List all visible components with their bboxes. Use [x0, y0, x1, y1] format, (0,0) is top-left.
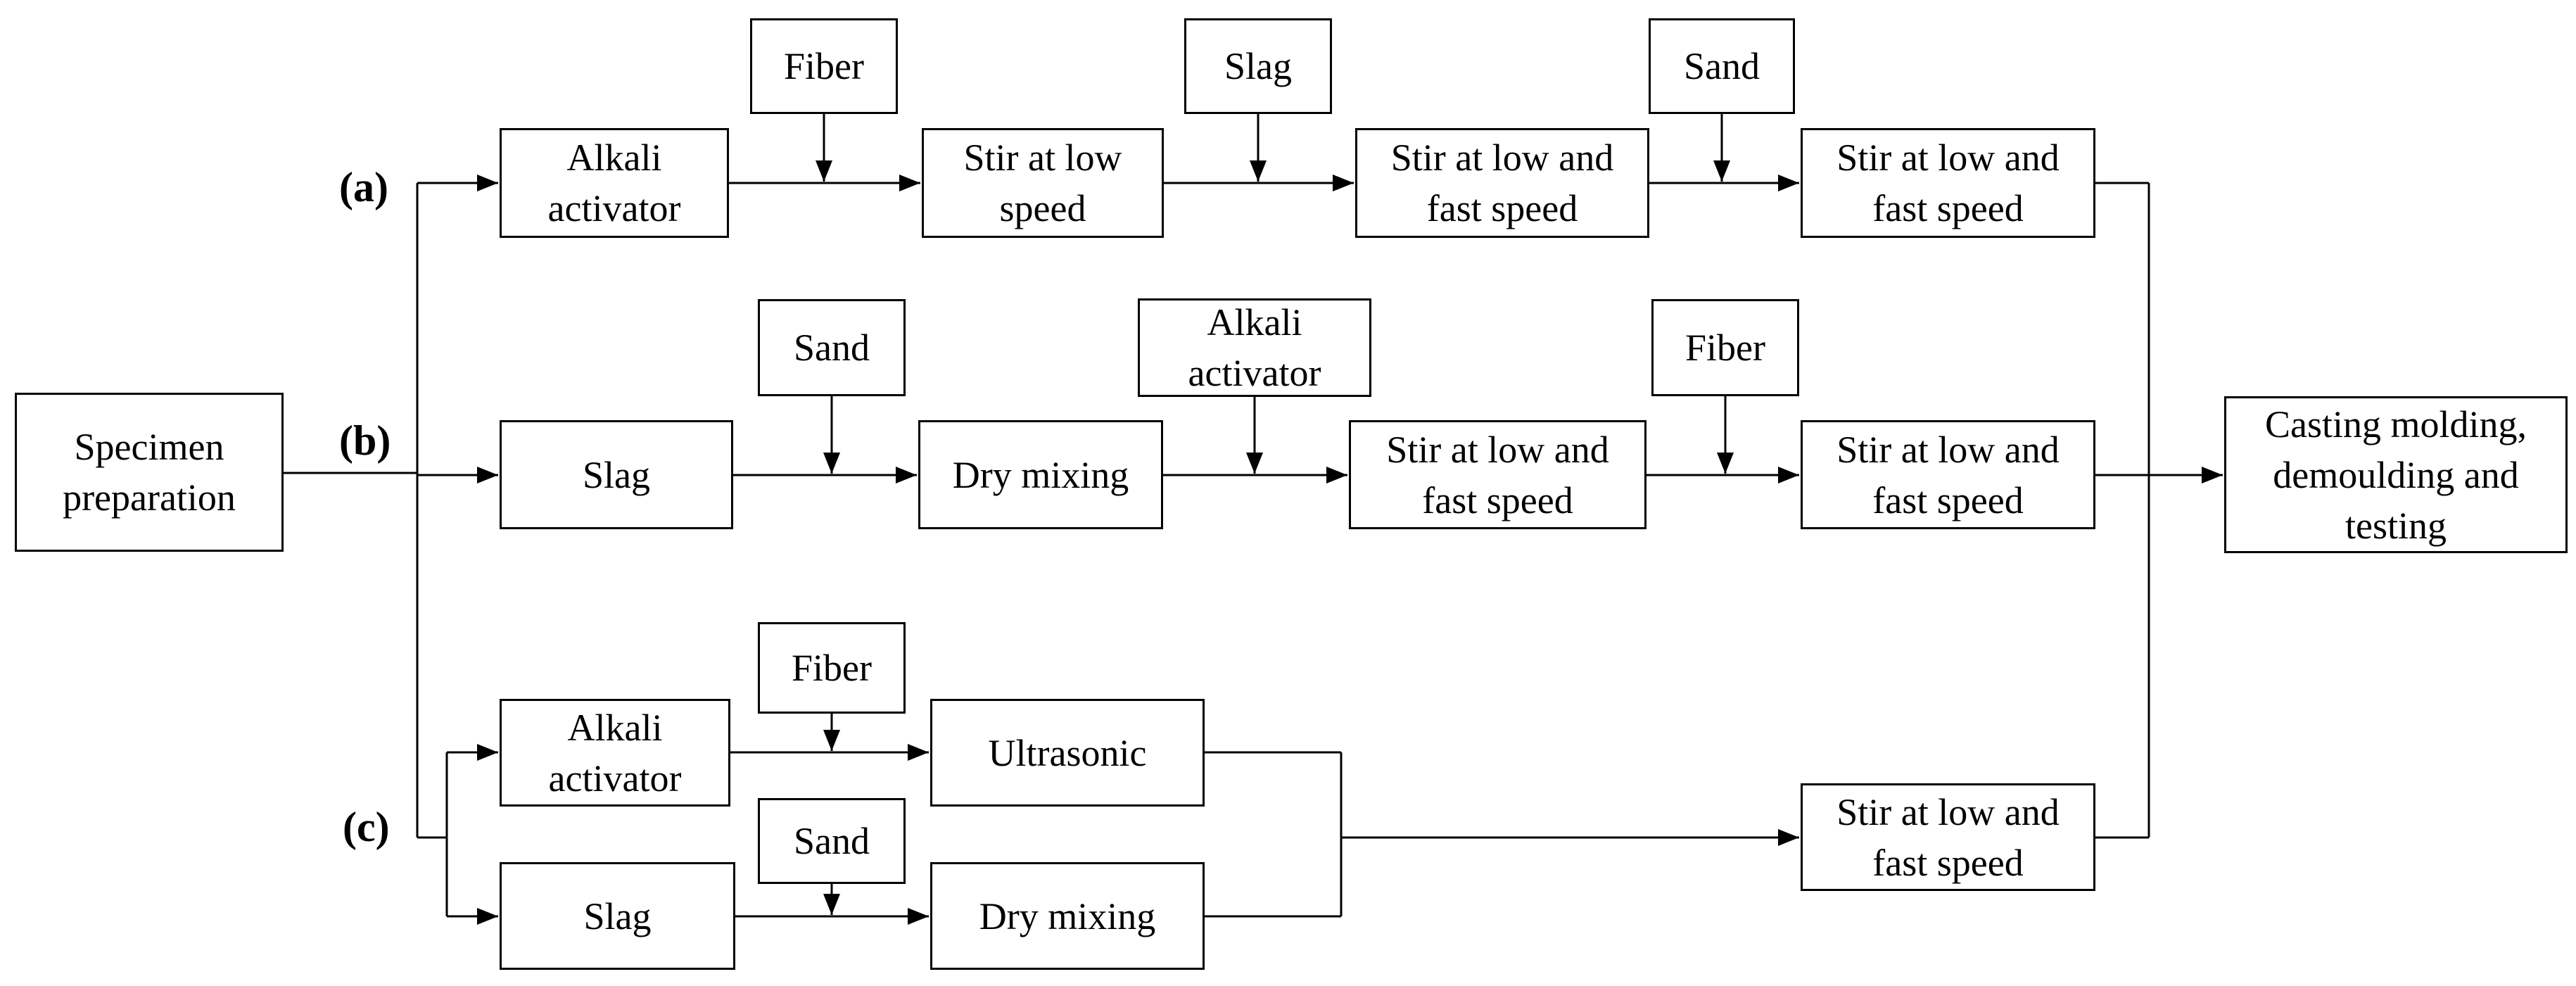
route-b-dry-mixing-box: Dry mixing [918, 420, 1163, 529]
route-a-sand-box: Sand [1649, 18, 1795, 114]
route-b-tag: (b) [339, 417, 391, 464]
route-c-ultrasonic-box: Ultrasonic [930, 699, 1205, 807]
specimen-preparation-box: Specimen preparation [15, 393, 284, 552]
route-c-fiber-box: Fiber [758, 622, 906, 714]
route-b-slag-box: Slag [500, 420, 733, 529]
route-c-tag: (c) [343, 804, 390, 850]
route-b-alkali-activator-box: Alkali activator [1138, 298, 1371, 397]
route-a-slag-box: Slag [1184, 18, 1332, 114]
casting-molding-testing-box: Casting molding, demoulding and testing [2224, 396, 2568, 553]
route-a-stir-low-speed-box: Stir at low speed [922, 128, 1164, 238]
route-a-alkali-activator-box: Alkali activator [500, 128, 729, 238]
route-c-dry-mixing-box: Dry mixing [930, 862, 1205, 970]
route-c-stir-low-fast-box: Stir at low and fast speed [1801, 783, 2095, 891]
route-c-alkali-activator-box: Alkali activator [500, 699, 730, 807]
route-b-sand-box: Sand [758, 299, 906, 396]
route-a-stir-low-fast-box-2: Stir at low and fast speed [1801, 128, 2095, 238]
route-b-stir-low-fast-box-2: Stir at low and fast speed [1801, 420, 2095, 529]
route-b-fiber-box: Fiber [1651, 299, 1799, 396]
route-a-tag: (a) [339, 164, 388, 210]
route-a-stir-low-fast-box-1: Stir at low and fast speed [1355, 128, 1649, 238]
route-c-sand-box: Sand [758, 798, 906, 884]
route-b-stir-low-fast-box-1: Stir at low and fast speed [1349, 420, 1647, 529]
route-c-slag-box: Slag [500, 862, 735, 970]
route-a-fiber-box: Fiber [750, 18, 898, 114]
